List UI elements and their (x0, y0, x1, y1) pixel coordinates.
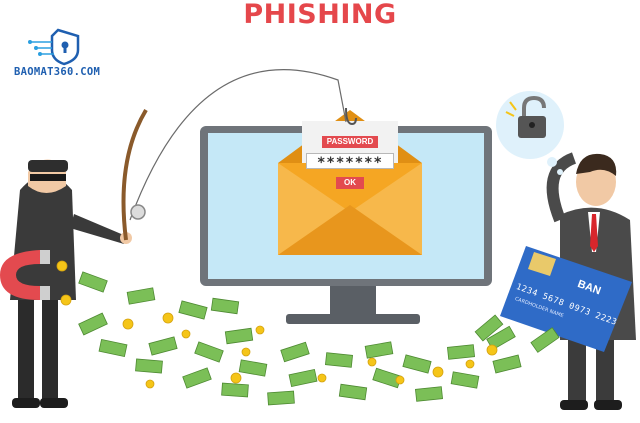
padlock-icon (496, 91, 564, 175)
password-label: PASSWORD (322, 136, 378, 148)
coin-icon (56, 260, 498, 389)
credit-card-icon (500, 246, 632, 352)
hacker (10, 159, 132, 408)
money-bill-icon (78, 271, 560, 406)
shield-keyhole-icon (28, 28, 80, 66)
fishing-rod-icon (121, 108, 148, 241)
logo-text: BAOMAT360.COM (14, 66, 101, 78)
envelope-icon (278, 110, 422, 255)
page-title: PHISHING (243, 0, 397, 30)
ok-button[interactable]: OK (336, 177, 364, 189)
password-field[interactable]: ******* (306, 153, 394, 171)
magnet-icon (0, 250, 50, 300)
